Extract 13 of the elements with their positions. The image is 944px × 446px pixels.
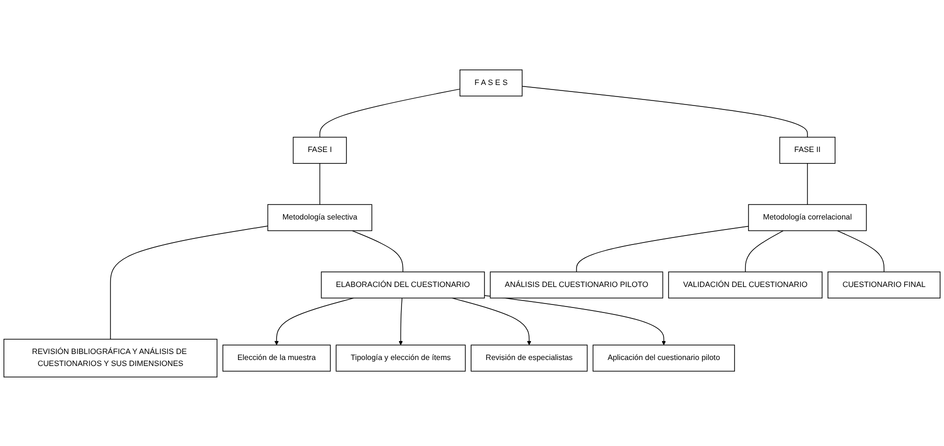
connector: [319, 162, 320, 204]
connector: [110, 225, 268, 340]
arrow: [274, 297, 354, 345]
connector: [807, 162, 808, 204]
connector: [836, 230, 884, 272]
connector: [522, 85, 808, 138]
connector: [576, 225, 749, 272]
arrow: [484, 294, 666, 345]
arrow: [452, 297, 532, 345]
connector: [352, 230, 404, 272]
connector: [745, 230, 784, 272]
connector: [319, 88, 460, 138]
arrow: [398, 297, 403, 345]
